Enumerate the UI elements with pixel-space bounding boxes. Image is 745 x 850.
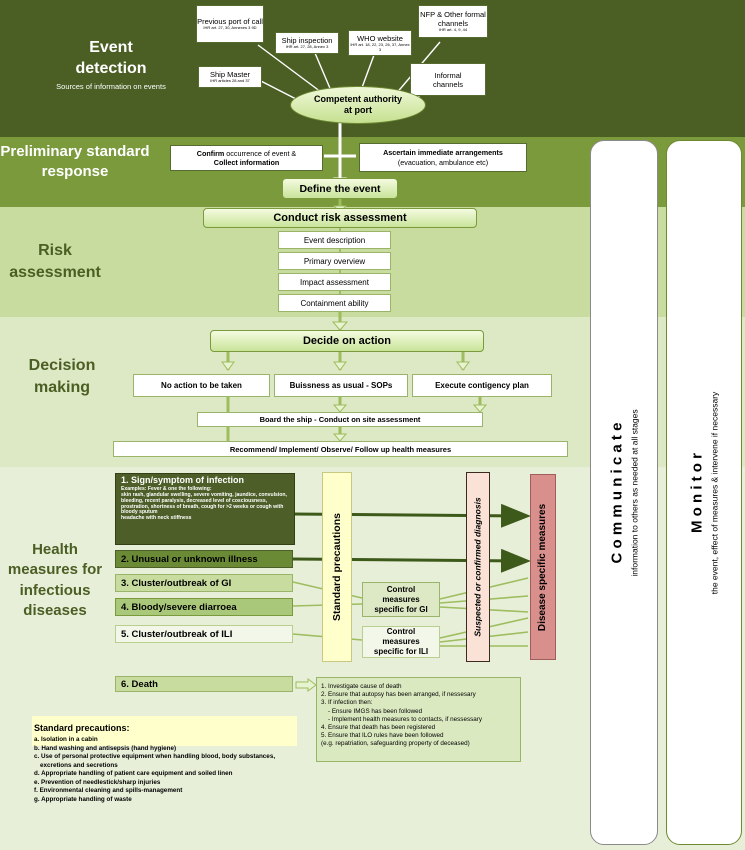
source-ship-master: Ship Master IHR articles 28 and 37 <box>198 66 262 88</box>
conduct-risk-assessment: Conduct risk assessment <box>203 208 477 228</box>
health-bloody-diarrhoea: 4. Bloody/severe diarroea <box>115 598 293 616</box>
option-business-as-usual: Buissness as usual - SOPs <box>274 374 408 397</box>
precaution-item: c. Use of personal protective equipment … <box>34 753 276 769</box>
confirm-line: Confirm occurrence of event & <box>197 149 296 158</box>
stage-event-detection-subtitle: Sources of information on events <box>56 81 166 91</box>
option-no-action: No action to be taken <box>133 374 270 397</box>
risk-item-event-description: Event description <box>278 231 391 249</box>
source-ship-master-label: Ship Master <box>209 70 251 80</box>
monitor-text: M o n i t o r the event, effect of measu… <box>689 391 720 594</box>
death-step: - Ensure IMGS has been followed <box>328 707 423 715</box>
confirm-collect-box: Confirm occurrence of event & Collect in… <box>170 145 323 171</box>
standard-precautions-column: Standard precautions <box>322 472 352 662</box>
disease-specific-column: Disease specific measures <box>530 474 556 660</box>
define-event: Define the event <box>282 178 398 199</box>
precautions-title: Standard precautions: <box>34 723 130 733</box>
source-nfp: NFP & Other formal channels IHR art. 4, … <box>418 5 488 38</box>
source-previous-port-ref: IHR art. 27, 30, Annexes 3 9D <box>203 25 257 31</box>
board-ship: Board the ship - Conduct on site assessm… <box>197 412 483 427</box>
control-ili: Control measures specific for ILI <box>362 626 440 658</box>
precautions-legend <box>32 716 297 746</box>
precaution-item: b. Hand washing and antisepsis (hand hyg… <box>34 744 177 752</box>
death-step: 5. Ensure that ILO rules have been follo… <box>321 732 444 740</box>
stage-risk: Risk assessment <box>9 242 101 282</box>
source-previous-port-label: Previous port of call <box>197 17 263 27</box>
control-gi: Control measures specific for GI <box>362 582 440 617</box>
ascertain-detail: (evacuation, ambulance etc) <box>397 157 489 167</box>
standard-precautions-label: Standard precautions <box>331 513 344 621</box>
health-sign-detail: Examples: Fever & one the following: ski… <box>121 486 287 522</box>
precaution-item: d. Appropriate handling of patient care … <box>34 770 233 778</box>
precaution-item: f. Environmental cleaning and spills-man… <box>34 787 183 795</box>
communicate-text: C o m m u n i c a t e information to oth… <box>609 409 640 576</box>
health-cluster-gi: 3. Cluster/outbreak of GI <box>115 574 293 592</box>
death-steps-box: 1. Investigate cause of death 2. Ensure … <box>316 677 521 762</box>
source-informal: Informal channels <box>410 63 486 96</box>
communicate-title: C o m m u n i c a t e <box>608 422 626 563</box>
option-contingency: Execute contigency plan <box>412 374 552 397</box>
precaution-item: a. Isolation in a cabin <box>34 736 98 744</box>
risk-item-primary-overview: Primary overview <box>278 252 391 270</box>
monitor-column: M o n i t o r the event, effect of measu… <box>666 140 742 845</box>
ascertain-title: Ascertain immediate arrangements <box>383 148 503 158</box>
decide-on-action: Decide on action <box>210 330 484 352</box>
death-step: 2. Ensure that autopsy has been arranged… <box>321 691 476 699</box>
source-ship-inspection-ref: IHR art. 27, 28, Annex 3 <box>285 44 329 50</box>
disease-specific-label: Disease specific measures <box>537 503 549 631</box>
death-step: 1. Investigate cause of death <box>321 683 402 690</box>
stage-health: Health measures for infectious diseases <box>7 541 103 619</box>
health-death: 6. Death <box>115 676 293 692</box>
ascertain-box: Ascertain immediate arrangements (evacua… <box>359 143 527 172</box>
suspected-diagnosis-column: Suspected or confirmed diagnosis <box>466 472 490 662</box>
source-previous-port: Previous port of call IHR art. 27, 30, A… <box>196 5 264 43</box>
source-nfp-ref: IHR art. 4, 9, 44 <box>438 27 468 33</box>
source-ship-inspection: Ship inspection IHR art. 27, 28, Annex 3 <box>275 32 339 54</box>
communicate-column: C o m m u n i c a t e information to oth… <box>590 140 658 845</box>
health-sign-symptom: 1. Sign/symptom of infection Examples: F… <box>115 473 295 545</box>
source-who-website-ref: IHR art. 18, 22, 23, 26, 37, Annex 3 <box>350 42 410 52</box>
confirm-rest: occurrence of event & <box>224 148 297 158</box>
source-who-website: WHO website IHR art. 18, 22, 23, 26, 37,… <box>348 30 412 56</box>
death-step: - Implement health measures to contacts,… <box>328 715 482 723</box>
source-who-website-label: WHO website <box>357 34 403 44</box>
precaution-item: e. Prevention of needlestick/sharp injur… <box>34 778 161 786</box>
source-nfp-label: NFP & Other formal channels <box>420 10 486 29</box>
risk-item-impact-assessment: Impact assessment <box>278 273 391 291</box>
suspected-diagnosis-label: Suspected or confirmed diagnosis <box>473 497 483 637</box>
stage-event-detection: Event detection Sources of information o… <box>0 38 222 91</box>
death-step: 3. If infection then: <box>321 699 373 707</box>
monitor-subtitle: the event, effect of measures & interven… <box>709 391 720 594</box>
source-ship-master-ref: IHR articles 28 and 37 <box>210 78 250 84</box>
stage-preliminary: Preliminary standard response <box>0 143 150 180</box>
health-cluster-ili: 5. Cluster/outbreak of ILI <box>115 625 293 643</box>
competent-authority: Competent authority at port <box>290 86 426 124</box>
health-unusual-illness: 2. Unusual or unknown illness <box>115 550 293 568</box>
stage-decision: Decision making <box>28 357 96 397</box>
precaution-item: g. Appropriate handling of waste <box>34 795 132 803</box>
collect-info: Collect information <box>213 158 280 167</box>
recommend-measures: Recommend/ Implement/ Observe/ Follow up… <box>113 441 568 457</box>
confirm-word: Confirm <box>196 148 225 158</box>
monitor-title: M o n i t o r <box>688 452 706 533</box>
source-ship-inspection-label: Ship inspection <box>281 36 333 46</box>
health-sign-title: 1. Sign/symptom of infection <box>121 475 245 485</box>
communicate-subtitle: information to others as needed at all s… <box>629 408 640 577</box>
precautions-list: Standard precautions: a. Isolation in a … <box>34 722 304 804</box>
stage-event-detection-title: Event detection <box>75 39 147 77</box>
risk-item-containment-ability: Containment ability <box>278 294 391 312</box>
death-step: 4. Ensure that death has been registered <box>321 723 436 731</box>
death-step: (e.g. repatriation, safeguarding propert… <box>321 740 470 748</box>
